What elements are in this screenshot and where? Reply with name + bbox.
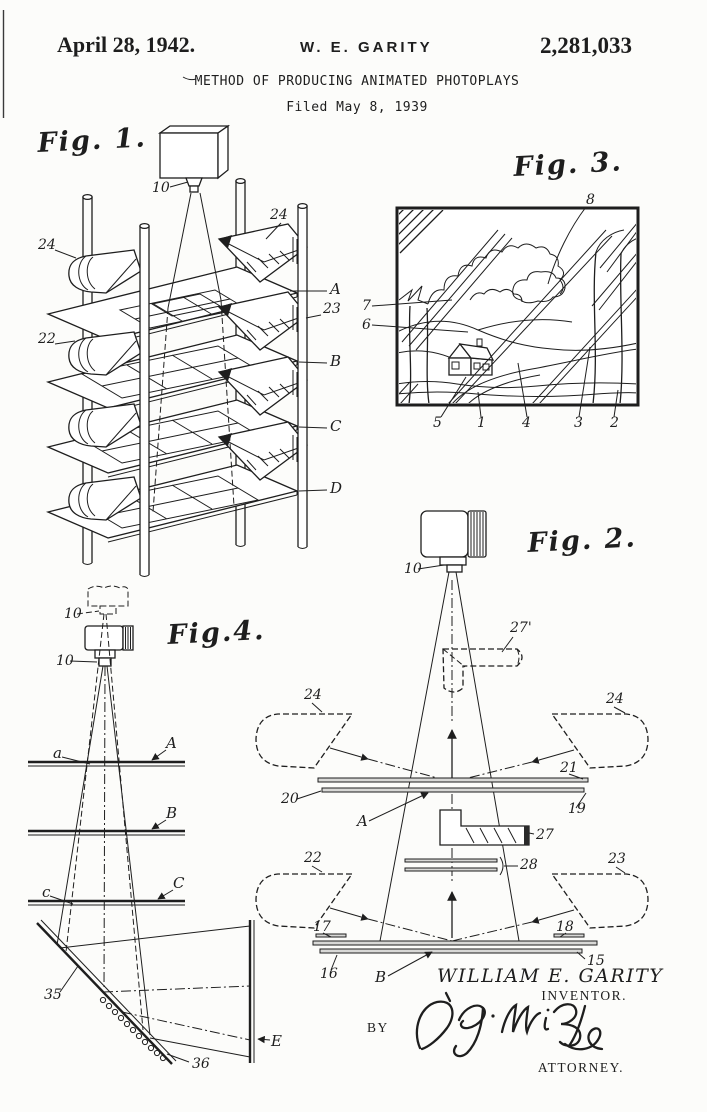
fig1-labels: 10 24 24 22 23 A B C D — [37, 180, 342, 497]
fig2-ref-28: 28 — [519, 857, 538, 873]
fig1-light-cone — [152, 192, 235, 513]
fig2-ref-22: 22 — [303, 850, 322, 866]
fig2-ref-24-right: 24 — [605, 691, 624, 707]
signature-block: WILLIAM E. GARITY INVENTOR. BY ATTORNEY. — [367, 965, 664, 1075]
fig3-labels: 8 7 6 5 1 4 3 2 — [362, 192, 619, 431]
fig1-ref-plane-a: A — [328, 280, 341, 298]
fig4-ref-plane-a: A — [164, 734, 177, 752]
fig4-ref-plane-b: B — [165, 804, 177, 822]
fig4-ref-plane-c: C — [173, 874, 185, 892]
fig2-caption: Fig. 2. — [526, 522, 638, 559]
fig3-ref-1: 1 — [477, 415, 486, 431]
fig3-ref-3: 3 — [574, 415, 583, 431]
fig4-caption: Fig.4. — [166, 615, 266, 651]
by-label: BY — [367, 1020, 389, 1035]
attorney-caption: ATTORNEY. — [538, 1060, 624, 1075]
fig2-ref-27: 27 — [535, 827, 554, 843]
fig1-ref-lamp-left: 22 — [37, 331, 56, 347]
fig4-labels: 10 10 a A B c C 35 36 E — [42, 606, 282, 1072]
fig2-camera — [420, 510, 487, 573]
fig2-ref-16: 16 — [320, 966, 338, 982]
fig3-ref-4: 4 — [521, 415, 531, 431]
fig1-lamp-level-a — [68, 249, 142, 294]
fig4-ref-mirror: 35 — [44, 987, 62, 1003]
fig2-ref-17: 17 — [313, 919, 331, 935]
fig1-camera — [157, 124, 231, 193]
fig2-light-cone — [379, 571, 520, 942]
fig4-light-rays — [56, 613, 251, 1058]
fig2-ref-plane-a: A — [355, 812, 368, 830]
fig4-camera — [84, 625, 134, 667]
patent-number: 2,281,033 — [540, 33, 632, 58]
patent-title: METHOD OF PRODUCING ANIMATED PHOTOPLAYS — [195, 74, 520, 89]
fig2-lamp-22 — [255, 873, 353, 929]
fig2-celluloid-28 — [404, 856, 504, 876]
fig2-ref-19: 19 — [568, 801, 586, 817]
fig4-ref-camera-phantom: 10 — [64, 606, 82, 622]
inventor-signature-text: WILLIAM E. GARITY — [437, 965, 664, 987]
fig3-caption: Fig. 3. — [512, 146, 624, 183]
fig3-ref-2: 2 — [609, 415, 619, 431]
fig2-ref-15: 15 — [587, 953, 605, 969]
fig2-ref-18: 18 — [556, 919, 574, 935]
fig2-ref-21: 21 — [559, 760, 578, 776]
issue-date: April 28, 1942. — [57, 32, 195, 57]
fig1-caption: Fig. 1. — [36, 122, 148, 159]
inventor-caption: INVENTOR. — [541, 988, 627, 1003]
fig2-ref-camera: 10 — [404, 561, 422, 577]
figure-3: Fig. 3. — [362, 146, 640, 431]
fig1-front-posts — [139, 202, 308, 577]
fig2-ref-23: 23 — [607, 851, 626, 867]
fig4-camera-phantom — [87, 585, 129, 615]
fig2-ref-27prime: 27' — [509, 620, 532, 636]
filed-date: Filed May 8, 1939 — [286, 100, 428, 115]
figure-2: Fig. 2. — [255, 510, 649, 986]
fig4-ref-point-a: a — [53, 744, 62, 762]
fig4-ref-camera: 10 — [56, 653, 74, 669]
fig1-ref-plane-d: D — [329, 479, 342, 497]
fig2-labels: 10 27' 24 24 21 20 19 A 27 28 22 23 17 — [280, 561, 626, 986]
fig4-screen — [248, 920, 255, 1063]
fig2-lamp-24-left — [255, 713, 353, 769]
fig1-plane-a — [45, 266, 300, 345]
fig2-ref-plane-b: B — [374, 968, 386, 986]
fig1-ref-hood-top-right: 24 — [269, 207, 288, 223]
fig2-ref-20: 20 — [280, 791, 299, 807]
fig4-mirror — [36, 919, 177, 1065]
fig1-ref-plane-c: C — [330, 417, 342, 435]
fig2-ref-24-left: 24 — [303, 687, 322, 703]
fig4-ref-serrations: 36 — [192, 1056, 210, 1072]
inventor-name: W. E. GARITY — [300, 39, 433, 56]
stray-mark — [182, 76, 197, 81]
fig1-ref-plane-b: B — [329, 352, 341, 370]
fig2-phantom-bracket — [442, 648, 523, 693]
header: April 28, 1942. W. E. GARITY 2,281,033 M… — [57, 32, 632, 115]
fig3-ref-6: 6 — [362, 317, 371, 333]
fig3-ref-5: 5 — [433, 415, 442, 431]
fig4-ref-screen: E — [270, 1032, 282, 1050]
figure-1: Fig. 1. — [36, 122, 342, 577]
fig2-plane-a-glass — [317, 777, 589, 793]
figure-4: Fig.4. — [28, 585, 282, 1072]
fig2-bracket-27 — [439, 809, 530, 846]
fig1-ref-camera: 10 — [152, 180, 170, 196]
fig2-plane-b-glass — [312, 933, 598, 954]
fig3-ref-cloud: 8 — [586, 192, 595, 208]
fig3-scene — [399, 210, 636, 403]
fig1-ref-lamp-top-left: 24 — [37, 237, 56, 253]
fig1-ref-hood-right: 23 — [322, 301, 341, 317]
fig4-planes — [28, 760, 185, 906]
attorney-signature — [415, 991, 604, 1058]
fig4-ref-point-c: c — [42, 883, 51, 901]
fig3-ref-7: 7 — [362, 298, 371, 314]
fig3-beam-lines — [401, 229, 513, 351]
